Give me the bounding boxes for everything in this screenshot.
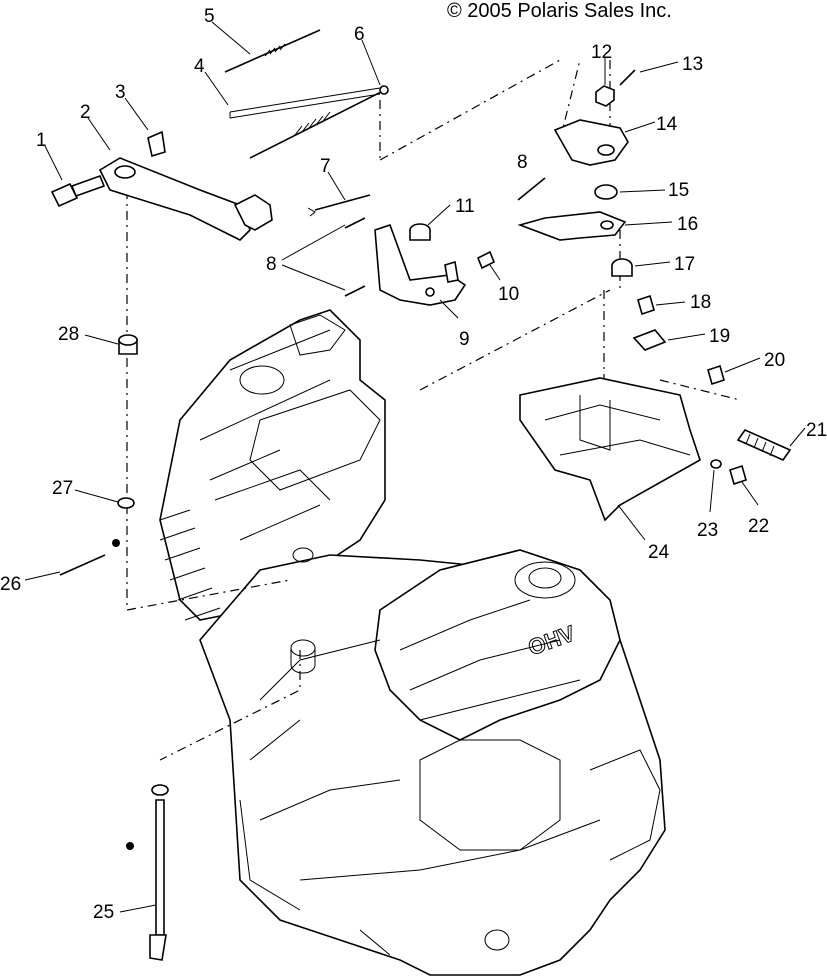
- copyright-notice: © 2005 Polaris Sales Inc.: [447, 0, 672, 22]
- callout-17: 17: [674, 254, 695, 275]
- part-28-bushing: [118, 334, 138, 355]
- callout-25: 25: [93, 902, 114, 923]
- part-3-clip: [147, 130, 166, 158]
- callout-8-right: 8: [517, 152, 528, 173]
- callout-27: 27: [52, 478, 73, 499]
- part-11-knob: [409, 223, 431, 241]
- callout-19: 19: [709, 326, 730, 347]
- callout-23: 23: [697, 520, 718, 541]
- callout-24: 24: [648, 542, 670, 563]
- callout-4: 4: [194, 56, 205, 77]
- engine-block: OHV: [159, 309, 666, 976]
- callout-6: 6: [354, 24, 365, 45]
- part-17-knob: [611, 258, 633, 277]
- part-25-rod: [149, 784, 169, 961]
- callout-28: 28: [58, 324, 79, 345]
- part-4-plate: [229, 87, 381, 119]
- callout-7: 7: [320, 156, 331, 177]
- callout-3: 3: [115, 82, 126, 103]
- part-12-nut: [595, 85, 615, 107]
- callout-14: 14: [656, 114, 678, 135]
- part-13-pin: [619, 69, 636, 86]
- callout-21: 21: [806, 420, 827, 441]
- callout-26: 26: [0, 574, 21, 595]
- part-7-rod: [307, 194, 371, 217]
- callout-labels: 1 2 3 4 5 6 7 8 8 9 10 11 12 13 14 15 16…: [0, 6, 827, 923]
- part-18-bolt: [637, 294, 655, 316]
- part-16-arm: [517, 211, 627, 241]
- part-24-mount-bracket: [519, 377, 701, 522]
- callout-5: 5: [204, 6, 215, 27]
- callout-22: 22: [748, 516, 769, 537]
- part-6-linkage-rod: [249, 85, 389, 159]
- part-20-screw: [707, 364, 725, 386]
- callout-9: 9: [459, 329, 470, 350]
- part-1-bolt: [50, 174, 106, 208]
- callout-12: 12: [591, 42, 612, 63]
- callout-1: 1: [36, 130, 47, 151]
- part-5-spring-rod: [224, 29, 321, 73]
- callout-13: 13: [682, 54, 703, 75]
- part-15-washer: [594, 184, 618, 200]
- part-8-springs: [344, 177, 546, 297]
- part-23-washer: [710, 459, 722, 469]
- callout-2: 2: [80, 102, 91, 123]
- part-27-washer: [117, 497, 135, 509]
- callout-10: 10: [498, 284, 519, 305]
- part-14-lever: [553, 119, 629, 166]
- part-21-spring: [736, 429, 792, 461]
- part-19-clip: [632, 329, 667, 351]
- callout-18: 18: [690, 292, 711, 313]
- part-22-screw: [729, 464, 747, 486]
- callout-16: 16: [677, 214, 698, 235]
- reference-dot: [126, 842, 134, 850]
- leader-lines: [24, 21, 806, 913]
- callout-20: 20: [764, 350, 785, 371]
- callout-11: 11: [455, 196, 475, 217]
- part-9-bracket: [374, 223, 467, 306]
- callout-15: 15: [668, 180, 689, 201]
- part-2-bracket: [98, 157, 273, 241]
- part-10-screw: [476, 250, 496, 270]
- part-26-pin: [59, 539, 120, 576]
- callout-8-left: 8: [266, 254, 277, 275]
